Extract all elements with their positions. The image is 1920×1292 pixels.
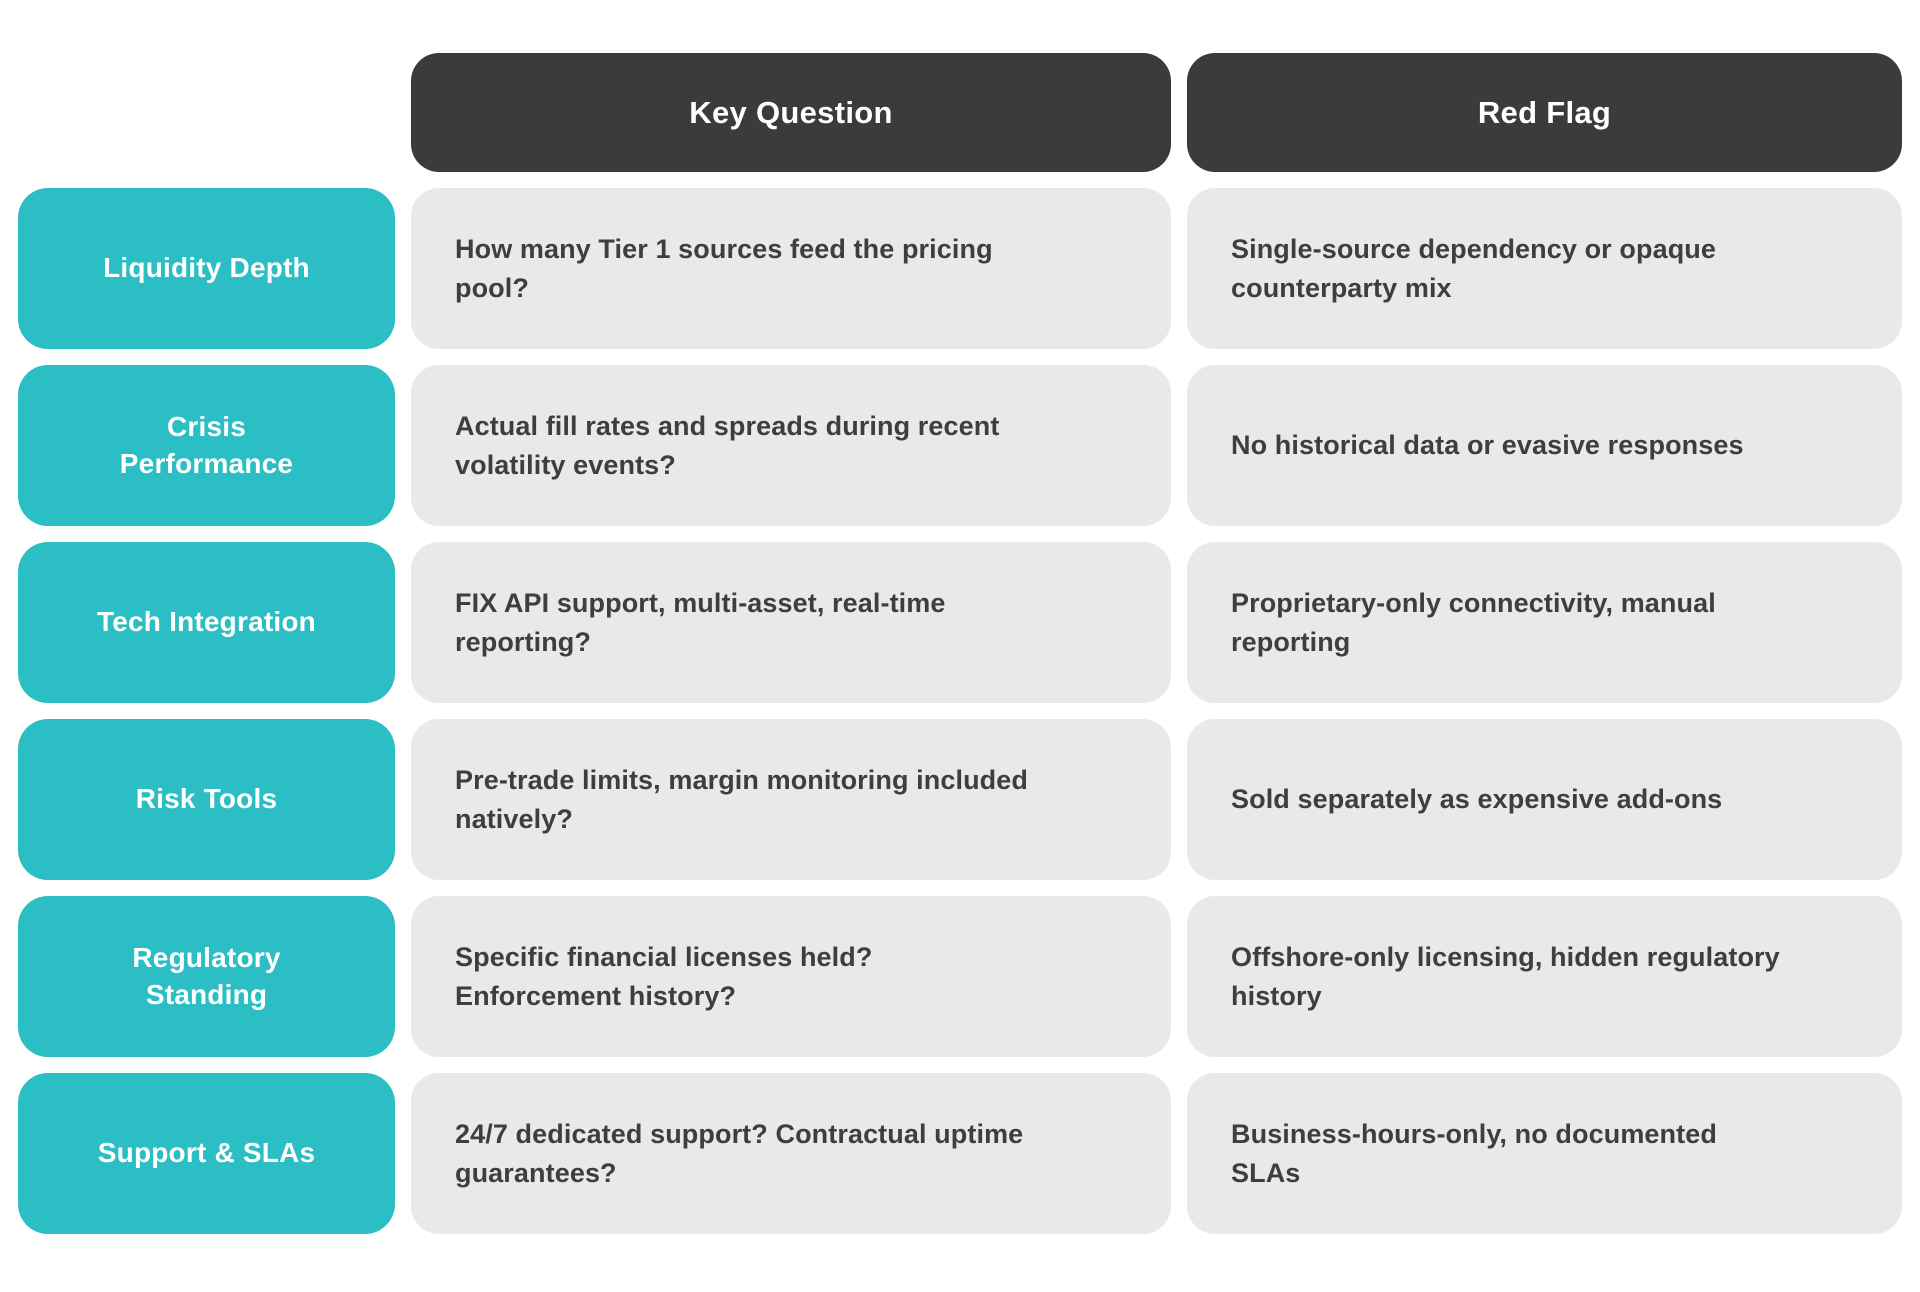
key-question-cell: How many Tier 1 sources feed the pricing…	[411, 188, 1171, 349]
red-flag-cell: Single-source dependency or opaque count…	[1187, 188, 1902, 349]
key-question-cell: 24/7 dedicated support? Contractual upti…	[411, 1073, 1171, 1234]
red-flag-cell: No historical data or evasive responses	[1187, 365, 1902, 526]
row-label: Regulatory Standing	[18, 896, 395, 1057]
column-header-red-flag: Red Flag	[1187, 53, 1902, 172]
row-label: Support & SLAs	[18, 1073, 395, 1234]
key-question-cell: Actual fill rates and spreads during rec…	[411, 365, 1171, 526]
red-flag-cell: Proprietary-only connectivity, manual re…	[1187, 542, 1902, 703]
red-flag-cell: Sold separately as expensive add-ons	[1187, 719, 1902, 880]
row-label: Crisis Performance	[18, 365, 395, 526]
key-question-cell: FIX API support, multi-asset, real-time …	[411, 542, 1171, 703]
key-question-cell: Pre-trade limits, margin monitoring incl…	[411, 719, 1171, 880]
key-question-cell: Specific financial licenses held? Enforc…	[411, 896, 1171, 1057]
red-flag-cell: Business-hours-only, no documented SLAs	[1187, 1073, 1902, 1234]
red-flag-cell: Offshore-only licensing, hidden regulato…	[1187, 896, 1902, 1057]
row-label: Risk Tools	[18, 719, 395, 880]
row-label: Liquidity Depth	[18, 188, 395, 349]
row-label: Tech Integration	[18, 542, 395, 703]
table-corner-spacer	[18, 53, 395, 172]
column-header-key-question: Key Question	[411, 53, 1171, 172]
